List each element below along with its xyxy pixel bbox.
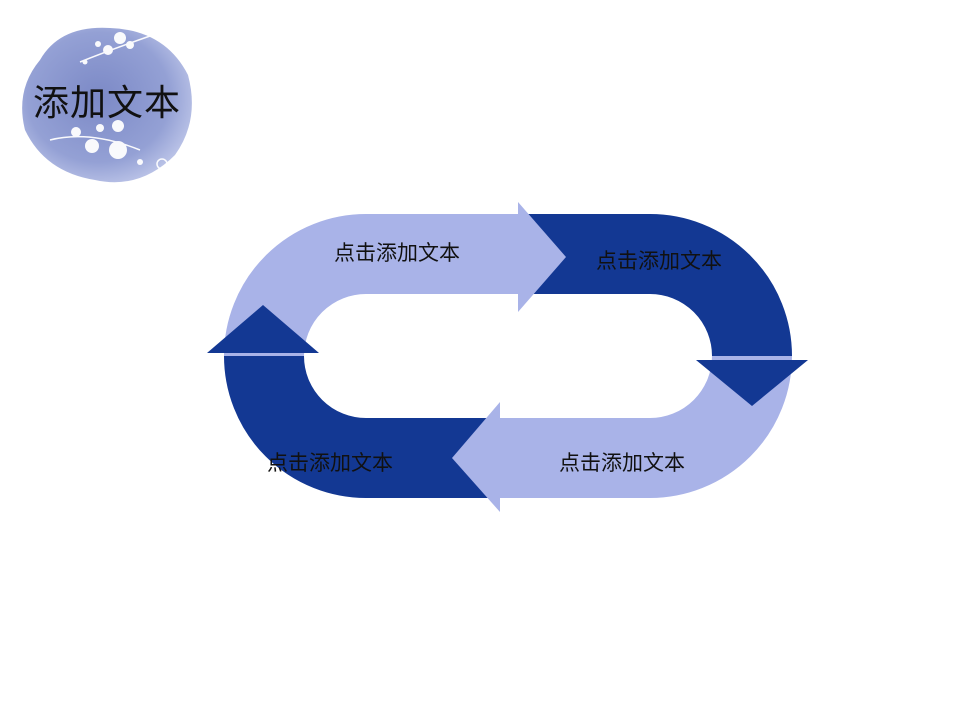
plum-blossom-icon bbox=[49, 32, 168, 170]
cycle-segment-4-body bbox=[224, 354, 505, 498]
arrow-down-icon bbox=[696, 360, 808, 406]
slide-title[interactable]: 添加文本 bbox=[33, 83, 182, 124]
watercolor-plum-badge bbox=[22, 27, 192, 183]
arrow-right-icon bbox=[518, 202, 566, 312]
step-2-label[interactable]: 点击添加文本 bbox=[596, 249, 722, 273]
step-4-label[interactable]: 点击添加文本 bbox=[267, 451, 393, 475]
arrow-left-icon bbox=[452, 402, 500, 512]
cycle-segment-2-body bbox=[515, 214, 792, 358]
arrow-up-icon bbox=[207, 305, 319, 353]
step-1-label[interactable]: 点击添加文本 bbox=[334, 241, 460, 265]
step-3-label[interactable]: 点击添加文本 bbox=[559, 451, 685, 475]
